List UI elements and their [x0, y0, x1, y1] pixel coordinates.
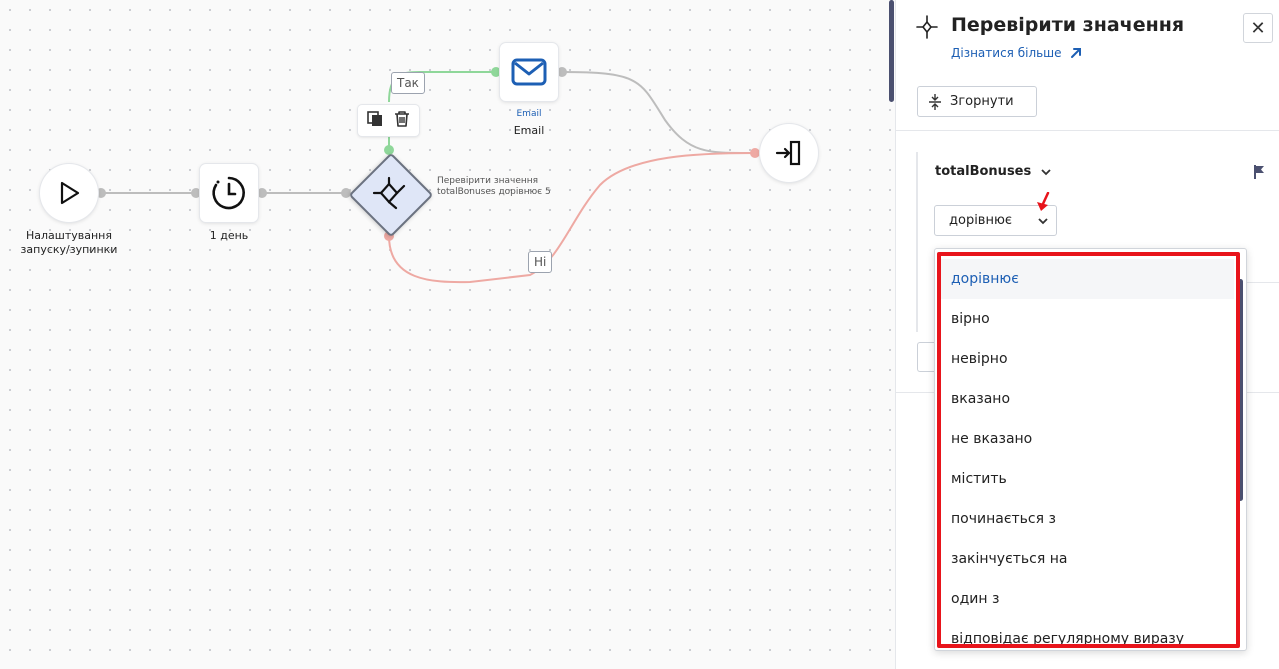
email-node-sublabel: Email: [516, 109, 542, 119]
operator-option[interactable]: не вказано: [951, 431, 1033, 447]
divider: [1238, 282, 1279, 283]
external-link-icon: [1070, 48, 1081, 58]
delay-node[interactable]: [200, 164, 258, 222]
envelope-icon: [511, 58, 547, 86]
operator-select[interactable]: дорівнює: [934, 205, 1057, 236]
learn-more-link[interactable]: Дізнатися більше: [951, 46, 1082, 60]
node-toolbar: [358, 105, 419, 136]
close-button[interactable]: ✕: [1243, 13, 1273, 43]
email-node[interactable]: [500, 43, 558, 101]
copy-icon[interactable]: [366, 110, 384, 132]
field-selector[interactable]: totalBonuses: [935, 164, 1051, 179]
email-node-label: Email: [513, 124, 545, 137]
port: [341, 188, 351, 198]
play-icon: [60, 181, 80, 205]
condition-group-rule: [916, 152, 918, 332]
operator-option[interactable]: відповідає регулярному виразу: [951, 631, 1185, 647]
collapse-icon: [929, 93, 941, 110]
edge-tag-no: Ні: [528, 251, 553, 273]
operator-option[interactable]: вірно: [951, 311, 990, 327]
workflow-canvas[interactable]: Налаштування запуску/зупинки 1 день: [0, 0, 895, 669]
operator-option[interactable]: дорівнює: [940, 259, 1234, 299]
operator-dropdown: дорівнює вірно невірно вказано не вказан…: [934, 248, 1247, 651]
port: [384, 145, 394, 155]
collapse-button[interactable]: Згорнути: [917, 86, 1037, 117]
exit-icon: [775, 140, 801, 166]
edge-email-exit: [561, 71, 756, 155]
operator-option[interactable]: один з: [951, 591, 1000, 607]
port: [191, 188, 201, 198]
exit-node[interactable]: [760, 124, 818, 182]
dropdown-scrollbar[interactable]: [1238, 279, 1243, 501]
start-node-label: Налаштування запуску/зупинки: [20, 229, 118, 256]
operator-option[interactable]: невірно: [951, 351, 1008, 367]
edge-tag-yes: Так: [391, 72, 425, 94]
operator-option[interactable]: починається з: [951, 511, 1056, 527]
canvas-scrollbar[interactable]: [889, 0, 894, 102]
split-icon: [916, 14, 938, 44]
split-icon: [369, 173, 409, 213]
delay-node-label: 1 день: [209, 229, 249, 242]
panel-title: Перевірити значення: [951, 14, 1185, 36]
port: [257, 188, 267, 198]
chevron-down-icon: [1041, 168, 1051, 175]
operator-option[interactable]: вказано: [951, 391, 1011, 407]
port: [557, 67, 567, 77]
port: [491, 67, 501, 77]
port: [96, 188, 106, 198]
operator-value: дорівнює: [949, 213, 1013, 228]
workflow-edges: [96, 67, 760, 284]
learn-more-label: Дізнатися більше: [951, 46, 1062, 60]
condition-node-label: Перевірити значення totalBonuses дорівню…: [437, 176, 551, 197]
operator-options: дорівнює вірно невірно вказано не вказан…: [940, 259, 1234, 650]
trash-icon[interactable]: [393, 110, 411, 132]
add-condition-button[interactable]: [917, 342, 939, 372]
annotation-arrow-icon: [1037, 192, 1050, 211]
start-node[interactable]: [40, 164, 98, 222]
operator-option[interactable]: містить: [951, 471, 1007, 487]
edge-no: [388, 152, 756, 284]
flag-icon[interactable]: [1253, 164, 1265, 184]
close-icon: ✕: [1250, 17, 1266, 39]
collapse-label: Згорнути: [950, 94, 1014, 109]
field-name-label: totalBonuses: [935, 164, 1032, 179]
timer-icon: [212, 176, 245, 210]
divider: [896, 130, 1279, 131]
port: [750, 148, 760, 158]
operator-option[interactable]: закінчується на: [951, 551, 1068, 567]
chevron-down-icon: [1038, 217, 1048, 224]
